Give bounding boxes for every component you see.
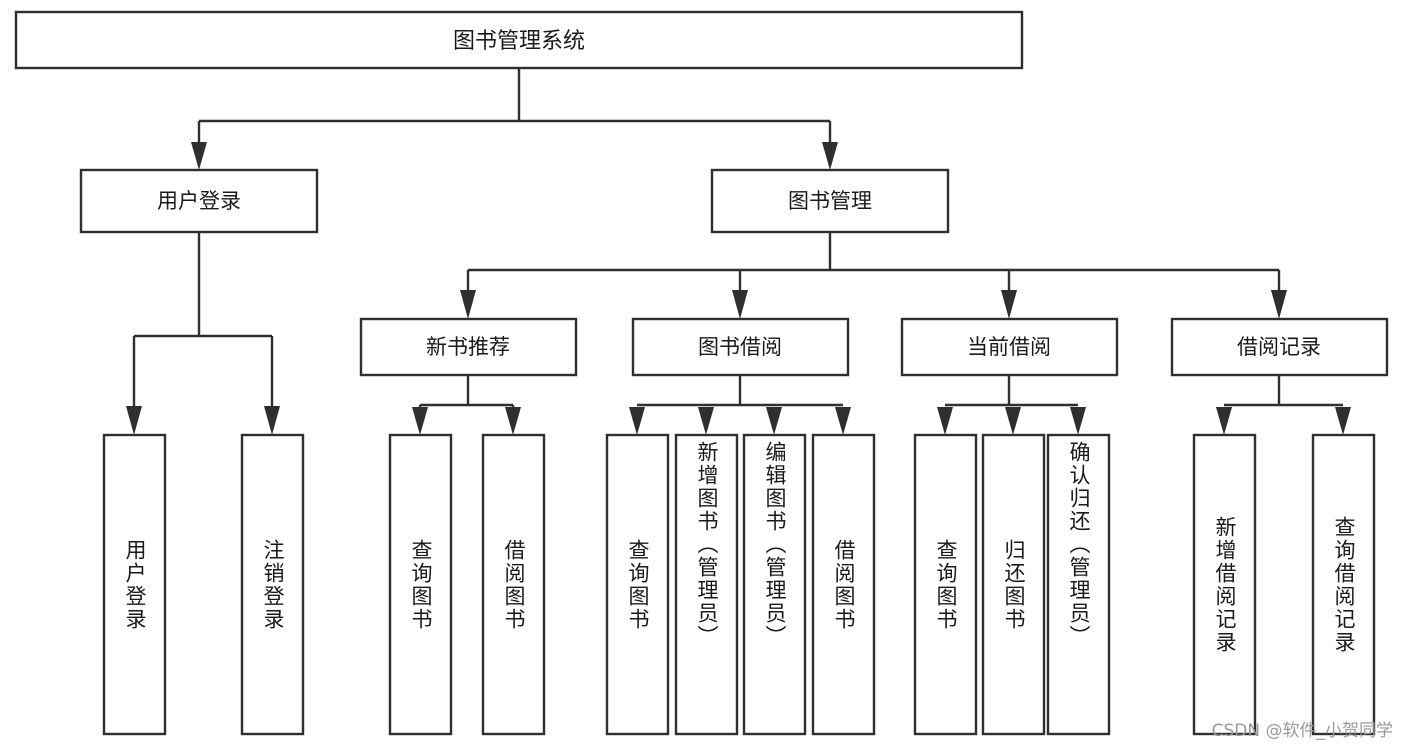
arrow-head-new-book-recommend (460, 290, 476, 319)
node-box-leaf-add-book[interactable] (674, 433, 739, 736)
arrow-head-leaf-add-book (698, 407, 714, 435)
connector-group-book-borrow (629, 375, 851, 435)
arrow-head-current-borrow (1001, 290, 1017, 319)
connector-group-root (191, 68, 838, 170)
arrow-head-leaf-edit-book (766, 407, 782, 435)
node-box-leaf-user-login[interactable] (102, 433, 167, 736)
node-label-user-login: 用户登录 (157, 189, 241, 213)
arrow-head-leaf-query-book-3 (937, 407, 953, 435)
node-box-borrow-record[interactable] (1170, 317, 1389, 377)
node-box-current-borrow[interactable] (900, 317, 1119, 377)
node-box-book-manage[interactable] (710, 168, 950, 234)
node-box-leaf-query-book-2[interactable] (605, 433, 670, 736)
arrow-head-leaf-borrow-book-2 (835, 407, 851, 435)
connector-group-book-manage (460, 232, 1287, 319)
node-box-root[interactable] (14, 10, 1024, 70)
connector-group-borrow-record (1216, 375, 1351, 435)
arrow-head-book-borrow (732, 290, 748, 319)
arrow-head-leaf-logout (264, 406, 280, 435)
node-box-leaf-return-book[interactable] (981, 433, 1046, 736)
watermark-text: CSDN @软件_小贺同学 (1211, 721, 1393, 741)
node-box-leaf-query-record[interactable] (1311, 433, 1376, 736)
node-box-leaf-query-book-1[interactable] (388, 433, 453, 736)
node-label-book-manage: 图书管理 (788, 189, 872, 213)
arrow-head-leaf-query-book-1 (412, 407, 428, 435)
arrow-head-leaf-return-book (1005, 407, 1021, 435)
node-box-leaf-query-book-3[interactable] (913, 433, 978, 736)
arrow-head-leaf-user-login (126, 406, 142, 435)
arrow-head-leaf-add-record (1216, 407, 1232, 435)
connector-group-user-login (126, 232, 280, 435)
node-box-leaf-add-record[interactable] (1192, 433, 1257, 736)
arrow-head-leaf-borrow-book-1 (505, 407, 521, 435)
node-label-root: 图书管理系统 (453, 29, 585, 54)
connector-group-new-book-recommend (412, 375, 521, 435)
arrow-head-leaf-confirm-return (1070, 407, 1086, 435)
arrow-head-borrow-record (1271, 290, 1287, 319)
node-label-borrow-record: 借阅记录 (1237, 335, 1321, 359)
arrow-head-book-manage (822, 142, 838, 170)
arrow-head-user-login (191, 142, 207, 170)
node-label-book-borrow: 图书借阅 (698, 335, 782, 359)
node-box-leaf-borrow-book-2[interactable] (811, 433, 876, 736)
node-box-leaf-borrow-book-1[interactable] (481, 433, 546, 736)
node-box-leaf-confirm-return[interactable] (1046, 433, 1111, 736)
node-box-book-borrow[interactable] (631, 317, 850, 377)
node-label-new-book-recommend: 新书推荐 (426, 335, 510, 359)
node-box-leaf-logout[interactable] (240, 433, 305, 736)
arrow-head-leaf-query-record (1335, 407, 1351, 435)
node-box-leaf-edit-book[interactable] (742, 433, 807, 736)
connector-group-current-borrow (937, 375, 1086, 435)
arrow-head-leaf-query-book-2 (629, 407, 645, 435)
node-box-new-book-recommend[interactable] (359, 317, 578, 377)
node-box-user-login[interactable] (79, 168, 319, 234)
node-label-current-borrow: 当前借阅 (967, 335, 1051, 359)
